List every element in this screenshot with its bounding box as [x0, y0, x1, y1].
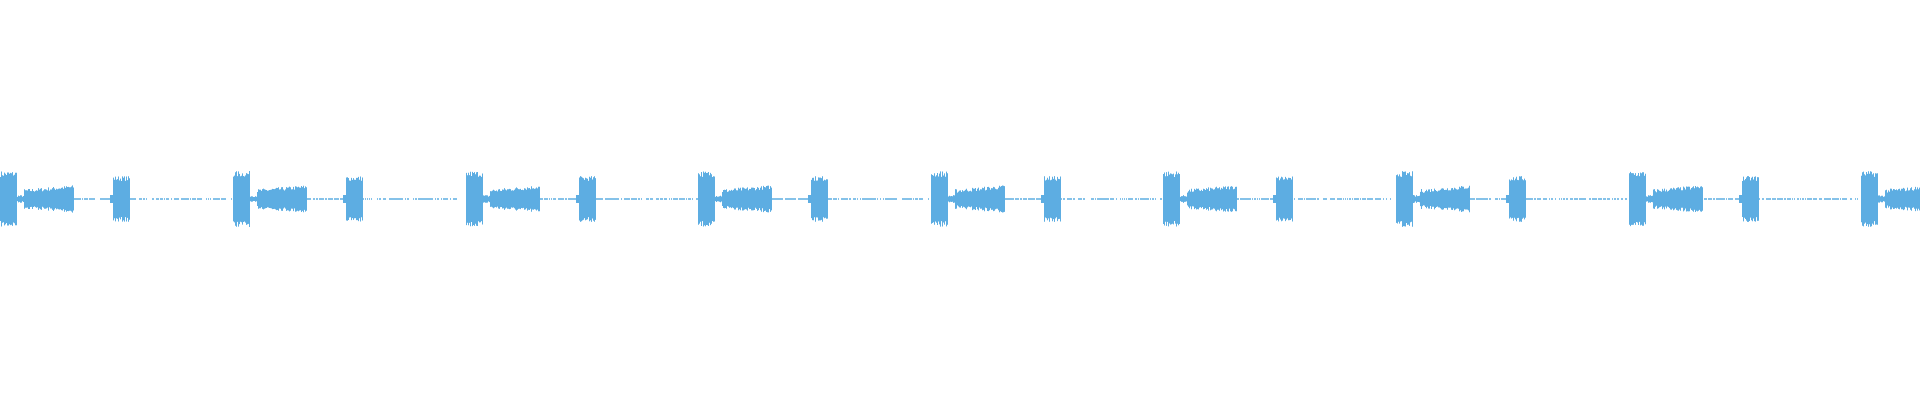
waveform-path: [0, 171, 1920, 227]
